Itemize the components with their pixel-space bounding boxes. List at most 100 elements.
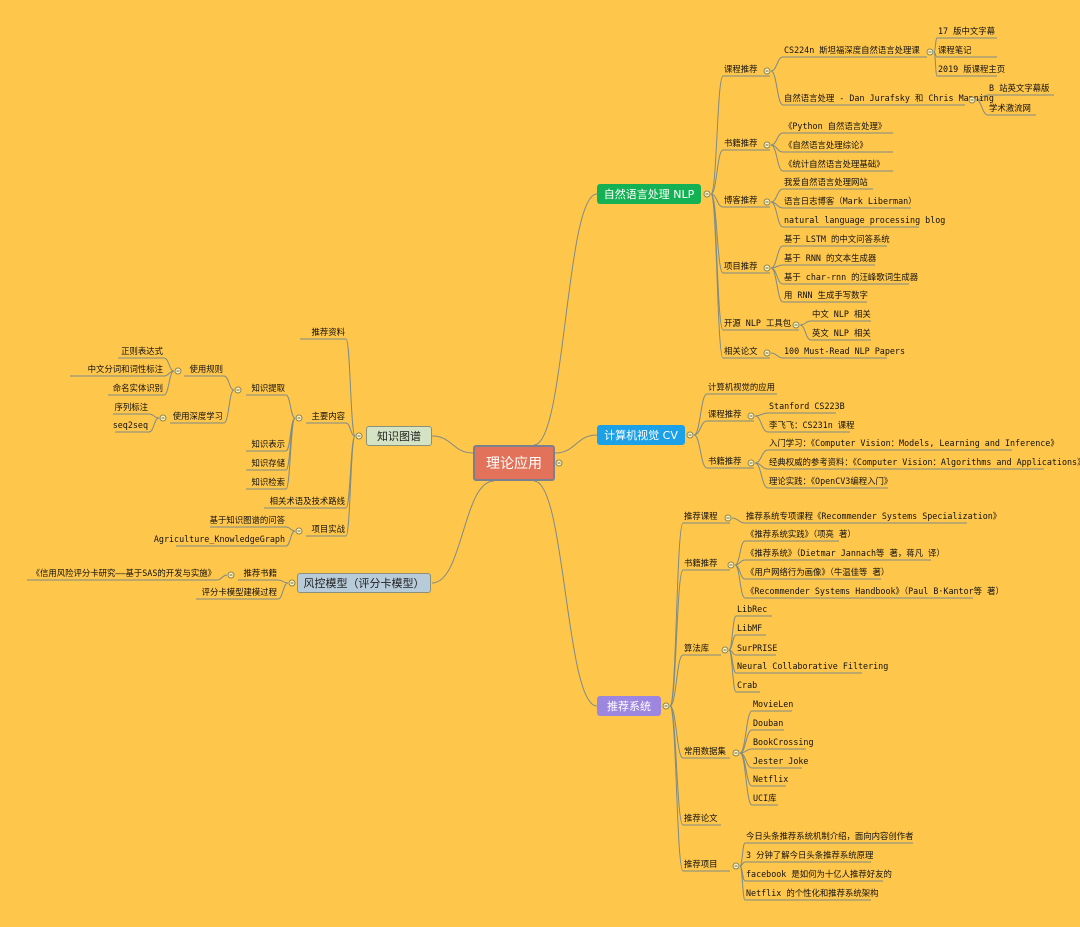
rec-dataset-item[interactable]: Netflix — [753, 774, 789, 784]
cv-book-item[interactable]: 入门学习：《Computer Vision：Models, Learning a… — [769, 438, 1059, 448]
nlp-blogs-label[interactable]: 博客推荐 — [724, 195, 758, 205]
kg-content-label[interactable]: 主要内容 — [311, 411, 346, 421]
rec-books-label[interactable]: 书籍推荐 — [684, 558, 718, 568]
nlp-paper-item[interactable]: 100 Must-Read NLP Papers — [784, 346, 906, 356]
cv-books-toggle[interactable] — [747, 459, 755, 467]
nlp-blog-item[interactable]: natural language processing blog — [784, 215, 946, 225]
nlp-project-item[interactable]: 用 RNN 生成手写数字 — [784, 290, 868, 300]
kg-content-toggle[interactable] — [295, 414, 303, 422]
nlp-book-item[interactable]: 《Python 自然语言处理》 — [784, 121, 887, 131]
cv-toggle[interactable] — [686, 431, 694, 439]
kg-rules-label[interactable]: 使用规则 — [189, 364, 224, 374]
kg-toggle[interactable] — [355, 432, 363, 440]
nlp-book-item[interactable]: 《自然语言处理综论》 — [784, 140, 868, 150]
cv-course-label[interactable]: 课程推荐 — [708, 409, 742, 419]
kg-rule-item[interactable]: 命名实体识别 — [112, 383, 163, 393]
kg-extract-toggle[interactable] — [234, 386, 242, 394]
risk-process-label[interactable]: 评分卡模型建模过程 — [201, 587, 277, 597]
nlp-blogs-toggle[interactable] — [763, 198, 771, 206]
rec-course-toggle[interactable] — [724, 514, 732, 522]
rec-datasets-label[interactable]: 常用数据集 — [684, 746, 726, 756]
nlp-projects-toggle[interactable] — [763, 264, 771, 272]
nlp-papers-toggle[interactable] — [763, 349, 771, 357]
nlp-toggle[interactable] — [703, 190, 711, 198]
cs224n-item[interactable]: 课程笔记 — [938, 45, 972, 55]
cs224n-item[interactable]: 17 版中文字幕 — [938, 26, 996, 36]
cv-books-label[interactable]: 书籍推荐 — [708, 456, 742, 466]
rec-book-item[interactable]: 《用户网络行为画像》（牛温佳等 著） — [746, 567, 890, 577]
rec-dataset-item[interactable]: UCI库 — [753, 793, 777, 803]
rec-lib-item[interactable]: Crab — [737, 680, 758, 690]
kg-content-item[interactable]: 知识表示 — [251, 439, 286, 449]
kg-deep-item[interactable]: 序列标注 — [114, 402, 149, 412]
rec-project-item[interactable]: facebook 是如何为十亿人推荐好友的 — [746, 869, 892, 879]
rec-projects-toggle[interactable] — [732, 862, 740, 870]
risk-books-label[interactable]: 推荐书籍 — [243, 568, 278, 578]
kg-practice-label[interactable]: 项目实战 — [311, 524, 346, 534]
cs224n-item[interactable]: 2019 版课程主页 — [938, 64, 1006, 74]
rec-book-item[interactable]: 《推荐系统》（Dietmar Jannach等 著，蒋凡 译） — [746, 548, 945, 558]
kg-rules-toggle[interactable] — [174, 367, 182, 375]
rec-project-item[interactable]: 3 分钟了解今日头条推荐系统原理 — [746, 850, 874, 860]
rec-books-toggle[interactable] — [727, 561, 735, 569]
risk-books-toggle[interactable] — [227, 571, 235, 579]
nlp-book-item[interactable]: 《统计自然语言处理基础》 — [784, 159, 885, 169]
rec-dataset-item[interactable]: Douban — [753, 718, 784, 728]
kg-terms-label[interactable]: 相关术语及技术路线 — [269, 496, 345, 506]
nlp-tools-toggle[interactable] — [792, 321, 800, 329]
rec-dataset-item[interactable]: BookCrossing — [753, 737, 814, 747]
nlp-blog-item[interactable]: 语言日志博客（Mark Liberman） — [784, 196, 917, 206]
cv-book-item[interactable]: 经典权威的参考资料：《Computer Vision：Algorithms an… — [769, 457, 1080, 467]
kg-practice-toggle[interactable] — [295, 527, 303, 535]
nlp-tool-item[interactable]: 英文 NLP 相关 — [812, 328, 871, 338]
rec-course-label[interactable]: 推荐课程 — [684, 511, 718, 521]
kg-deep-item[interactable]: seq2seq — [112, 420, 148, 430]
cv-node[interactable]: 计算机视觉 CV — [597, 425, 685, 445]
kg-content-item[interactable]: 知识检索 — [251, 477, 286, 487]
rec-lib-item[interactable]: LibMF — [737, 623, 763, 633]
kg-rule-item[interactable]: 正则表达式 — [121, 346, 163, 356]
risk-node[interactable]: 风控模型（评分卡模型） — [297, 573, 431, 593]
rec-book-item[interactable]: 《推荐系统实践》（项亮 著） — [746, 529, 856, 539]
nlp-project-item[interactable]: 基于 LSTM 的中文问答系统 — [784, 234, 890, 244]
rec-projects-label[interactable]: 推荐项目 — [684, 859, 718, 869]
jurafsky-label[interactable]: 自然语言处理 - Dan Jurafsky 和 Chris Manning — [784, 93, 994, 103]
jurafsky-toggle[interactable] — [968, 96, 976, 104]
kg-practice-item[interactable]: Agriculture_KnowledgeGraph — [153, 534, 285, 544]
jurafsky-item[interactable]: B 站英文字幕版 — [989, 83, 1050, 93]
risk-book-item[interactable]: 《信用风险评分卡研究——基于SAS的开发与实施》 — [31, 568, 216, 578]
rec-dataset-item[interactable]: Jester Joke — [753, 756, 809, 766]
nlp-project-item[interactable]: 基于 char-rnn 的汪峰歌词生成器 — [784, 272, 919, 282]
rec-lib-item[interactable]: Neural Collaborative Filtering — [737, 661, 889, 671]
rec-libs-label[interactable]: 算法库 — [684, 643, 710, 653]
kg-rule-item[interactable]: 中文分词和词性标注 — [87, 364, 163, 374]
rec-datasets-toggle[interactable] — [732, 749, 740, 757]
nlp-books-label[interactable]: 书籍推荐 — [724, 138, 758, 148]
cs224n-label[interactable]: CS224n 斯坦福深度自然语言处理课 — [784, 45, 920, 55]
rec-lib-item[interactable]: SurPRISE — [737, 643, 778, 653]
nlp-tool-item[interactable]: 中文 NLP 相关 — [812, 309, 871, 319]
nlp-node[interactable]: 自然语言处理 NLP — [597, 184, 701, 204]
nlp-course-label[interactable]: 课程推荐 — [724, 64, 758, 74]
rec-toggle[interactable] — [662, 702, 670, 710]
nlp-papers-label[interactable]: 相关论文 — [724, 346, 758, 356]
rec-dataset-item[interactable]: MovieLen — [753, 699, 794, 709]
kg-practice-item[interactable]: 基于知识图谱的问答 — [209, 515, 285, 525]
cs224n-toggle[interactable] — [926, 48, 934, 56]
rec-book-item[interactable]: 《Recommender Systems Handbook》（Paul B·Ka… — [746, 586, 1004, 596]
nlp-project-item[interactable]: 基于 RNN 的文本生成器 — [784, 253, 877, 263]
cv-course-toggle[interactable] — [747, 412, 755, 420]
rec-lib-item[interactable]: LibRec — [737, 604, 768, 614]
cv-book-item[interactable]: 理论实践：《OpenCV3编程入门》 — [769, 476, 893, 486]
nlp-tools-label[interactable]: 开源 NLP 工具包 — [724, 318, 792, 328]
cv-course-item[interactable]: 李飞飞：CS231n 课程 — [769, 420, 855, 430]
risk-toggle[interactable] — [288, 579, 296, 587]
kg-deep-label[interactable]: 使用深度学习 — [172, 411, 223, 421]
kg-resources-label[interactable]: 推荐资料 — [311, 327, 346, 337]
nlp-blog-item[interactable]: 我爱自然语言处理网站 — [784, 177, 868, 187]
kg-extract-label[interactable]: 知识提取 — [251, 383, 286, 393]
cv-apps-label[interactable]: 计算机视觉的应用 — [708, 382, 775, 392]
rec-libs-toggle[interactable] — [721, 646, 729, 654]
rec-project-item[interactable]: 今日头条推荐系统机制介绍，面向内容创作者 — [746, 831, 914, 841]
kg-deep-toggle[interactable] — [159, 414, 167, 422]
